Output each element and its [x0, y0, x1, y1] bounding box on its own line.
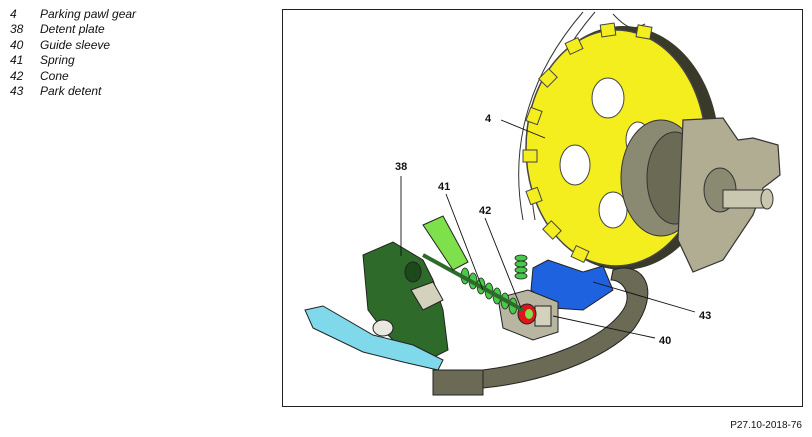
output-shaft-flange: [620, 117, 781, 273]
legend-item: 38 Detent plate: [10, 22, 136, 37]
leader-lines: [400, 119, 696, 339]
illustration-canvas: 4 38 41 42 43 40: [304, 11, 781, 396]
legend-number: 41: [10, 53, 24, 68]
housing-outline: [518, 11, 584, 221]
legend-number: 38: [10, 22, 24, 37]
manual-lever: [304, 305, 444, 371]
leader-line-4: [500, 119, 546, 139]
legend-label: Detent plate: [40, 22, 105, 37]
callout-38: 38: [395, 161, 407, 173]
legend-item: 4 Parking pawl gear: [10, 7, 136, 22]
legend-number: 43: [10, 84, 24, 99]
legend-label: Park detent: [40, 84, 102, 99]
legend-number: 42: [10, 68, 24, 83]
lever-bolt: [372, 319, 394, 337]
legend-item: 41 Spring: [10, 53, 136, 68]
legend-item: 40 Guide sleeve: [10, 38, 136, 53]
legend-label: Parking pawl gear: [40, 7, 137, 21]
detent-rod: [422, 253, 524, 312]
legend-number: 4: [10, 7, 17, 21]
legend-label: Cone: [40, 68, 69, 83]
parking-lock-illustration: 4 38 41 42 43 40: [282, 9, 803, 407]
callout-40: 40: [659, 335, 671, 347]
callout-43: 43: [699, 310, 711, 322]
legend-item: 42 Cone: [10, 69, 136, 84]
legend-item: 43 Park detent: [10, 84, 136, 99]
leader-line-40: [552, 315, 656, 339]
leader-line-41: [445, 193, 484, 291]
callout-41: 41: [438, 181, 450, 193]
legend-number: 40: [10, 37, 24, 52]
leader-line-43: [592, 281, 696, 313]
cone-tip: [525, 309, 533, 319]
legend-label: Spring: [40, 53, 75, 68]
callout-4: 4: [485, 113, 492, 125]
callout-42: 42: [479, 205, 491, 217]
leader-line-42: [484, 217, 522, 309]
figure-reference: P27.10-2018-76: [730, 420, 802, 431]
rod-end: [432, 369, 484, 396]
legend-label: Guide sleeve: [40, 37, 111, 52]
legend: 4 Parking pawl gear 38 Detent plate 40 Guid…: [10, 7, 136, 99]
spring-small: [514, 254, 528, 280]
